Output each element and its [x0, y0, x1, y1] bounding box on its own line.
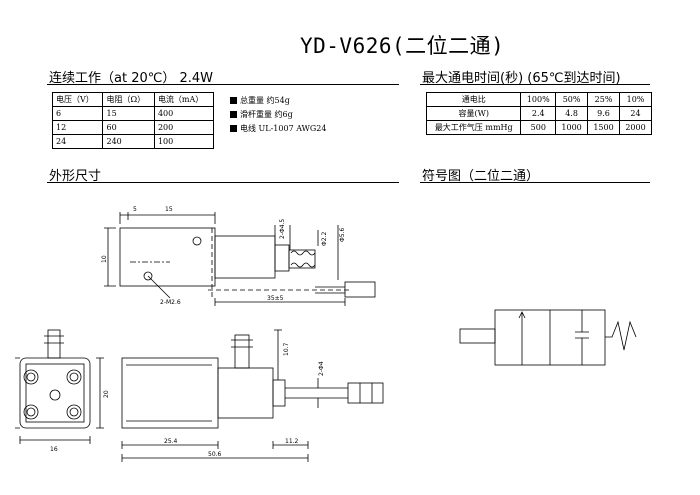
dim-label-m26: 2-M2.6 [160, 299, 181, 306]
table-row: 容量(W) 2.4 4.8 9.6 24 [425, 106, 652, 121]
table-cell: 240 [102, 134, 155, 149]
dim-label-506: 50.6 [208, 451, 222, 458]
table-cell: 500 [520, 120, 557, 135]
dims-heading-rule [47, 182, 399, 183]
table-row: 最大工作气压 mmHg 500 1000 1500 2000 [425, 120, 652, 135]
table-cell: 1000 [555, 120, 589, 135]
continuous-duty-heading: 连续工作（at 20℃） 2.4W [49, 71, 213, 86]
table-row: 24 240 100 [51, 134, 215, 149]
dim-label-2phi4: 2-Φ4 [318, 361, 325, 376]
front-view-drawing [15, 329, 104, 444]
dim-label-5: 5 [133, 206, 137, 213]
right-heading-rule [420, 84, 650, 85]
table-cell: 24 [51, 134, 104, 149]
dim-label-phi56: Φ5.6 [339, 228, 346, 242]
dim-label-15: 15 [165, 206, 173, 213]
top-view-drawing [104, 212, 376, 306]
dim-label-112: 11.2 [285, 438, 299, 445]
left-heading-rule [47, 84, 399, 85]
table-cell: 100 [153, 134, 215, 149]
features-list: 总重量 约54g 滑杆重量 约6g 电线 UL-1007 AWG24 [230, 95, 326, 134]
feature-text: 总重量 约54g [240, 96, 290, 105]
feature-text: 电线 UL-1007 AWG24 [240, 124, 327, 133]
dim-label-2phi45: 2-Φ4.5 [279, 219, 286, 239]
bullet-square-icon [230, 111, 237, 118]
table-row: 通电比 100% 50% 25% 10% [425, 92, 652, 107]
valve-symbol [459, 309, 637, 366]
electrical-spec-table: 电压（V） 电阻（Ω） 电流（mA） 6 15 400 12 60 200 24… [51, 92, 215, 149]
max-energize-heading: 最大通电时间(秒) (65℃到达时间) [422, 71, 621, 86]
list-item: 滑杆重量 约6g [230, 109, 326, 120]
dim-label-20: 20 [103, 390, 110, 398]
dim-label-phi22: Φ2.2 [321, 232, 328, 246]
symbol-heading: 符号图（二位二通） [422, 169, 540, 184]
list-item: 电线 UL-1007 AWG24 [230, 123, 326, 134]
dim-label-254: 25.4 [164, 438, 178, 445]
table-cell: 2000 [619, 120, 652, 135]
list-item: 总重量 约54g [230, 95, 326, 106]
page-title: YD-V626(二位二通) [300, 34, 505, 58]
symbol-heading-rule [420, 182, 650, 183]
dim-label-35: 35±5 [267, 295, 284, 302]
dim-label-10: 10 [101, 255, 108, 263]
side-view-drawing [121, 329, 384, 462]
dimensions-heading: 外形尺寸 [49, 169, 102, 184]
table-row: 12 60 200 [51, 120, 215, 135]
table-cell: 最大工作气压 mmHg [425, 120, 522, 135]
bullet-square-icon [230, 97, 237, 104]
feature-text: 滑杆重量 约6g [240, 110, 293, 119]
dim-label-16: 16 [50, 446, 58, 453]
duty-cycle-table: 通电比 100% 50% 25% 10% 容量(W) 2.4 4.8 9.6 2… [425, 92, 652, 135]
dim-label-107: 10.7 [283, 342, 290, 356]
bullet-square-icon [230, 125, 237, 132]
